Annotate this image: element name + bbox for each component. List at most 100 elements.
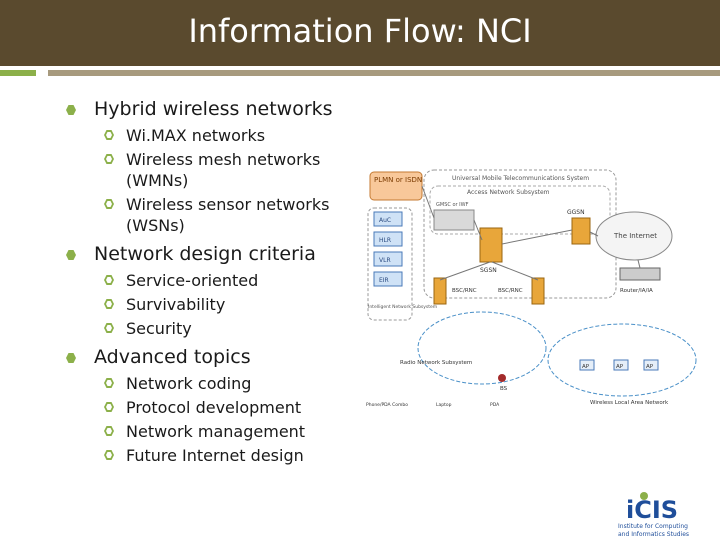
bullet-hexagon-icon <box>66 353 76 363</box>
title-rule-accent <box>0 70 36 76</box>
ins-boundary <box>367 207 413 321</box>
sub-bullet-item: Survivability <box>62 294 362 315</box>
sub-bullet-text: Wi.MAX networks <box>126 126 266 145</box>
bullet-hexagon-icon <box>66 105 76 115</box>
vlr-box <box>373 251 403 267</box>
bullet-text: Hybrid wireless networks <box>94 98 333 120</box>
slide-title: Information Flow: NCI <box>188 12 532 50</box>
hlr-label: HLR <box>379 237 391 244</box>
link-line <box>491 261 539 281</box>
bullet-list: Hybrid wireless networks Wi.MAX networks… <box>62 97 362 472</box>
sub-bullet-item: Security <box>62 318 362 339</box>
ap-box-1 <box>579 359 595 371</box>
sub-bullet-text: Network coding <box>126 374 252 393</box>
ans-boundary <box>429 185 611 235</box>
logo-dot-icon <box>640 492 648 500</box>
sgsn-server <box>479 227 503 263</box>
sub-bullet-text: Service-oriented <box>126 271 259 290</box>
vlr-label: VLR <box>379 257 391 264</box>
sub-bullet-hexagon-icon <box>104 130 114 140</box>
rns-label: Radio Network Subsystem <box>400 360 472 366</box>
hlr-box <box>373 231 403 247</box>
legend-laptop: Laptop <box>436 402 452 408</box>
legend-phone: Phone/PDA Combo <box>366 402 408 408</box>
umts-label: Universal Mobile Telecommunications Syst… <box>452 175 589 182</box>
sub-bullet-text: Survivability <box>126 295 226 314</box>
rns-boundary <box>417 311 547 385</box>
sub-bullet-text: Future Internet design <box>126 446 304 465</box>
plmn-label: PLMN or ISDN <box>374 176 422 184</box>
ap-label-3: AP <box>646 364 654 370</box>
link-line <box>473 219 483 241</box>
internet-cloud <box>595 211 673 261</box>
title-bar: Information Flow: NCI <box>0 0 720 66</box>
eir-box <box>373 271 403 287</box>
sub-bullet-hexagon-icon <box>104 154 114 164</box>
bullet-group: Hybrid wireless networks Wi.MAX networks… <box>62 97 362 236</box>
sub-bullet-text: Protocol development <box>126 398 302 417</box>
sub-bullet-text: Wireless sensor networks (WSNs) <box>126 195 330 235</box>
sub-bullet-hexagon-icon <box>104 426 114 436</box>
sub-bullet-hexagon-icon <box>104 199 114 209</box>
sub-bullet-hexagon-icon <box>104 378 114 388</box>
sub-bullet-text: Wireless mesh networks (WMNs) <box>126 150 321 190</box>
bsc-label-1: BSC/RNC <box>452 288 477 294</box>
network-diagram: PLMN or ISDN Universal Mobile Telecommun… <box>366 169 697 408</box>
ap-label-2: AP <box>616 364 624 370</box>
bullet-group: Advanced topics Network coding Protocol … <box>62 345 362 466</box>
link-line <box>421 185 435 219</box>
sub-bullet-item: Future Internet design <box>62 445 362 466</box>
gmsc-switch <box>433 209 475 231</box>
logo-tagline-2: and Informatics Studies <box>618 531 689 538</box>
sub-bullet-hexagon-icon <box>104 402 114 412</box>
icis-logo: iCIS Institute for Computing and Informa… <box>618 492 689 538</box>
link-line <box>501 229 573 245</box>
sub-bullet-item: Wireless sensor networks (WSNs) <box>62 194 362 236</box>
sub-bullet-item: Network coding <box>62 373 362 394</box>
link-line <box>637 259 641 269</box>
link-line <box>589 231 599 237</box>
sub-bullet-hexagon-icon <box>104 299 114 309</box>
bullet-item: Advanced topics <box>62 345 362 369</box>
router-label: Router/IA/IA <box>620 288 653 294</box>
eir-label: EIR <box>379 277 389 284</box>
auc-label: AuC <box>379 217 391 224</box>
sub-bullet-hexagon-icon <box>104 323 114 333</box>
bullet-hexagon-icon <box>66 250 76 260</box>
sub-bullet-hexagon-icon <box>104 450 114 460</box>
sub-bullet-item: Wi.MAX networks <box>62 125 362 146</box>
ggsn-label: GGSN <box>567 209 585 216</box>
logo-text: iCIS <box>626 496 678 524</box>
bullet-item: Hybrid wireless networks <box>62 97 362 121</box>
wlan-label: Wireless Local Area Network <box>590 400 669 406</box>
bsc-label-2: BSC/RNC <box>498 288 523 294</box>
auc-box <box>373 211 403 227</box>
router-device <box>619 267 661 281</box>
sub-bullet-item: Service-oriented <box>62 270 362 291</box>
bullet-item: Network design criteria <box>62 242 362 266</box>
ins-label: Intelligent Network Subsystem <box>368 304 437 310</box>
logo-tagline-1: Institute for Computing <box>618 523 688 530</box>
sub-bullet-item: Protocol development <box>62 397 362 418</box>
sub-bullet-item: Wireless mesh networks (WMNs) <box>62 149 362 191</box>
title-rule <box>48 70 720 76</box>
sub-bullet-text: Network management <box>126 422 306 441</box>
bullet-group: Network design criteria Service-oriented… <box>62 242 362 339</box>
sub-bullet-hexagon-icon <box>104 275 114 285</box>
sub-bullet-text: Security <box>126 319 192 338</box>
ap-label-1: AP <box>582 364 590 370</box>
bsc-server-2 <box>531 277 545 305</box>
ggsn-server <box>571 217 591 245</box>
bullet-text: Network design criteria <box>94 243 316 265</box>
ap-box-3 <box>643 359 659 371</box>
sub-bullet-item: Network management <box>62 421 362 442</box>
internet-label: The Internet <box>613 232 657 240</box>
bsc-server-1 <box>433 277 447 305</box>
legend-pda: PDA <box>490 402 500 408</box>
bs-tower-icon <box>498 374 506 382</box>
bullet-text: Advanced topics <box>94 346 251 368</box>
wlan-boundary <box>547 323 697 397</box>
ap-box-2 <box>613 359 629 371</box>
sgsn-label: SGSN <box>480 267 497 274</box>
bs-label: BS <box>500 386 508 392</box>
